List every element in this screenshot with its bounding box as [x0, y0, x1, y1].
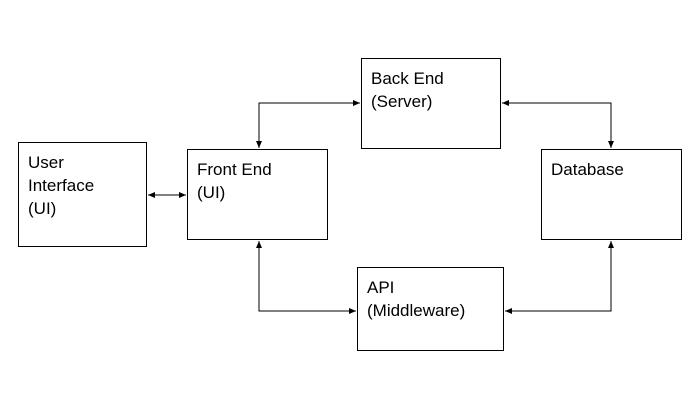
node-label-line: (Middleware): [367, 301, 466, 320]
node-label-line: Front End: [197, 160, 272, 179]
user-interface-node: User Interface (UI): [18, 142, 147, 247]
node-label-line: Database: [551, 160, 624, 179]
node-label-line: (UI): [197, 183, 226, 202]
connector-backend-database: [502, 100, 614, 148]
back-end-node: Back End (Server): [361, 58, 501, 149]
node-label-line: Interface: [28, 176, 95, 195]
node-label-line: User: [28, 153, 64, 172]
node-label-line: (UI): [28, 199, 57, 218]
connector-api-database: [505, 241, 614, 314]
node-label-line: (Server): [371, 92, 433, 111]
connector-frontend-api: [256, 241, 356, 314]
node-label-line: Back End: [371, 69, 444, 88]
front-end-node: Front End (UI): [187, 149, 328, 240]
node-label-line: API: [367, 278, 395, 297]
database-node: Database: [541, 149, 682, 240]
connector-frontend-backend: [256, 100, 360, 148]
api-node: API (Middleware): [357, 267, 504, 351]
